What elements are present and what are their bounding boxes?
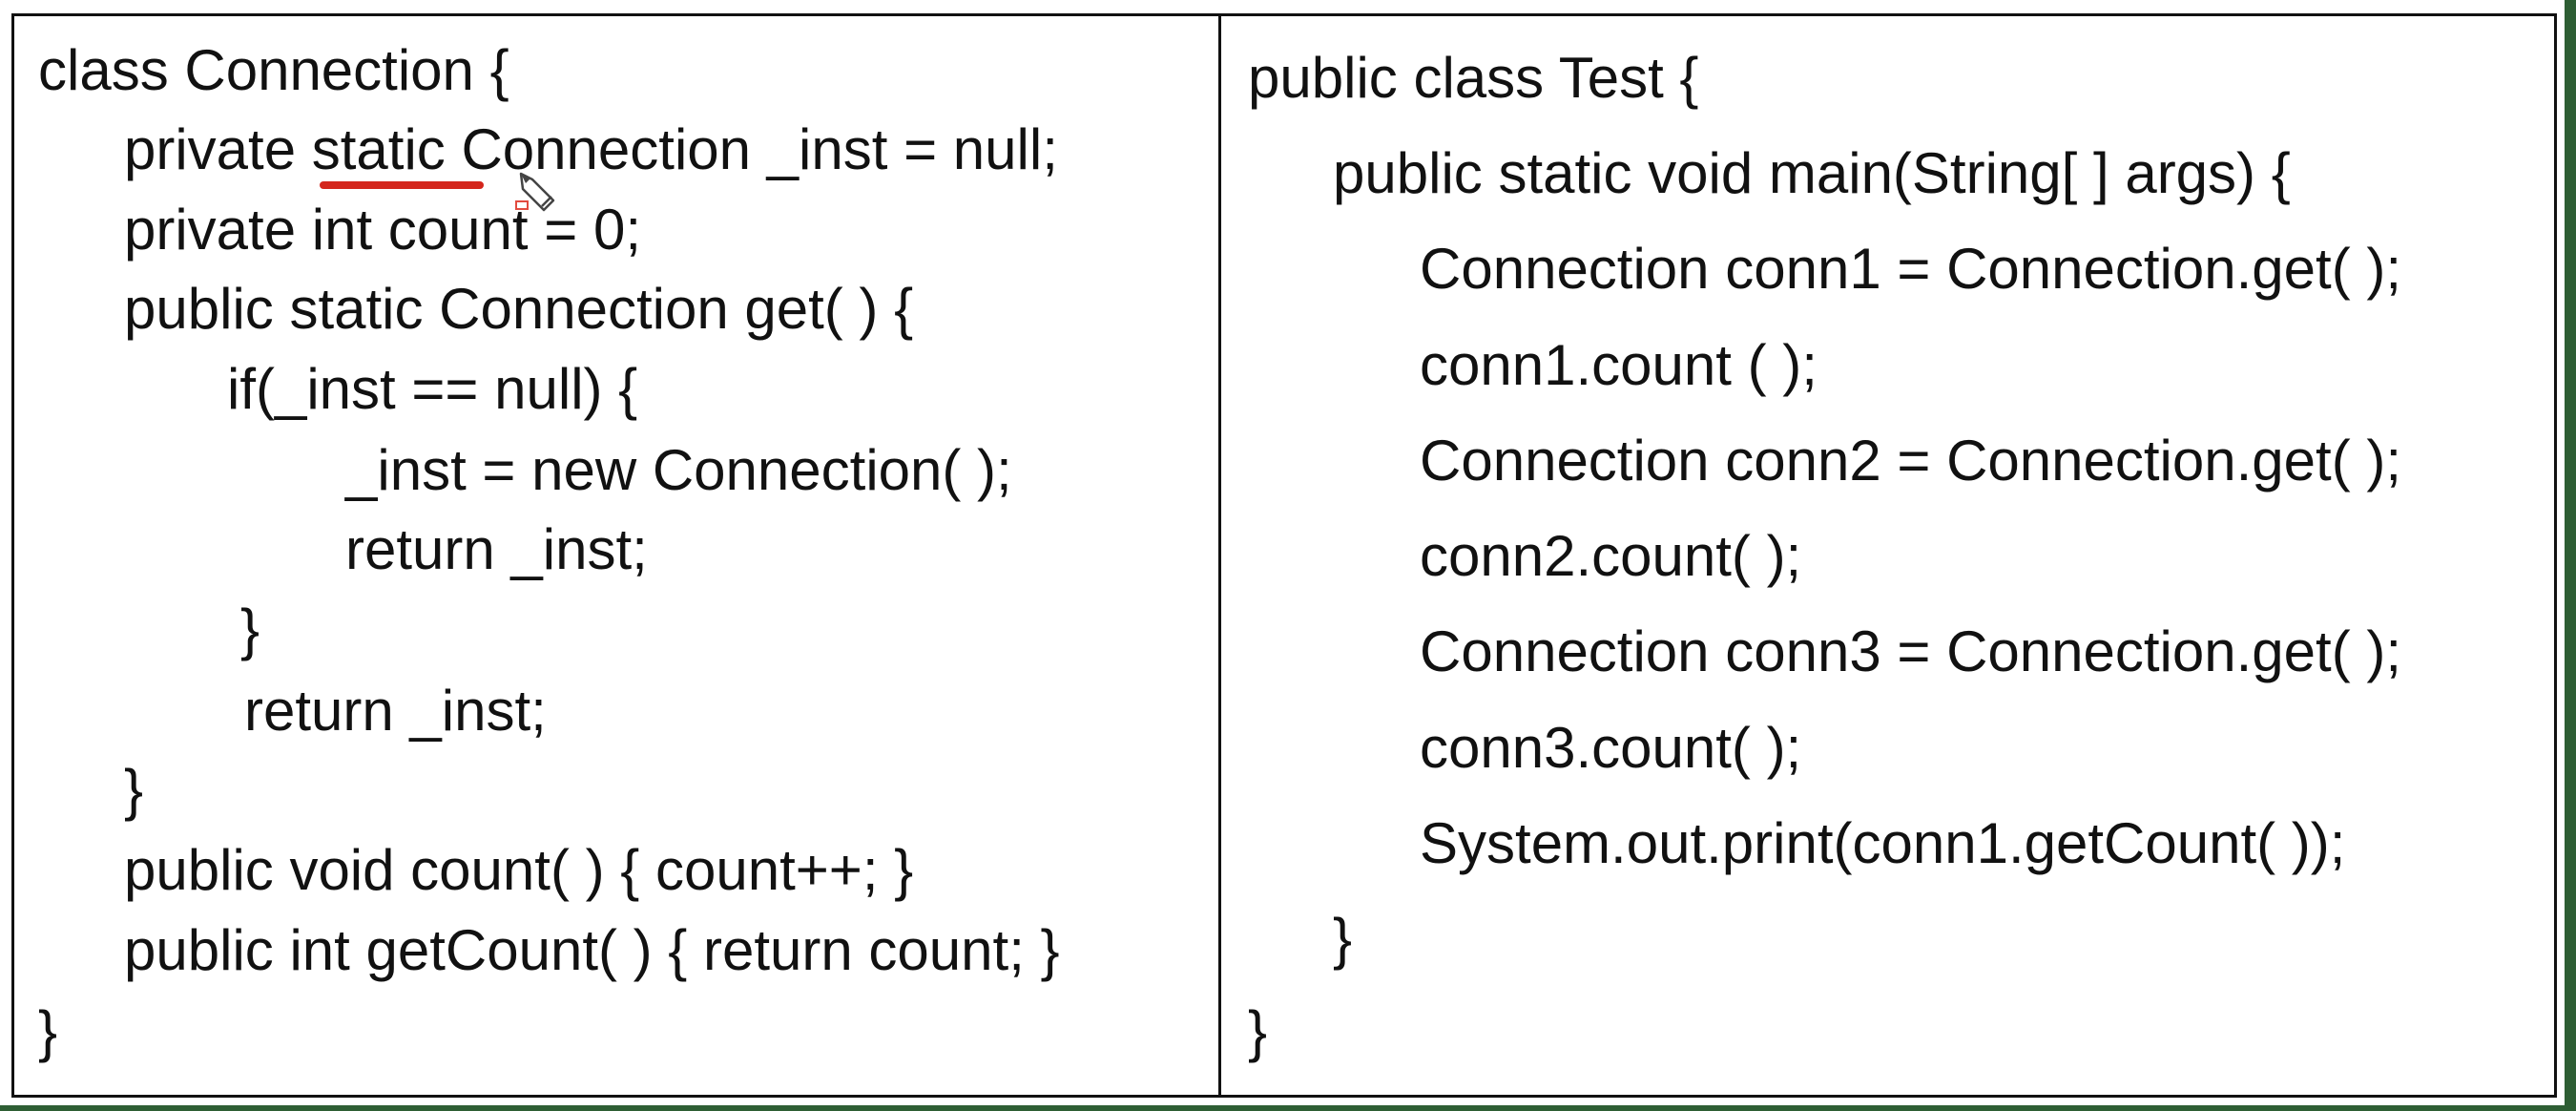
right-code-line: public class Test { [1248,46,1699,110]
left-code-line: } [240,597,260,661]
right-code-line: Connection conn3 = Connection.get( ); [1420,619,2401,683]
right-code-line: } [1333,907,1353,971]
red-underline-annotation [320,181,484,189]
left-code-line: private int count = 0; [124,198,641,262]
pen-cursor-icon [519,172,555,212]
cursor-marker [515,200,529,210]
left-code-line: public void count( ) { count++; } [124,838,914,902]
right-code-line: Connection conn1 = Connection.get( ); [1420,237,2401,301]
left-code-line: public static Connection get( ) { [124,277,914,341]
left-code-line: public int getCount( ) { return count; } [124,918,1060,982]
right-code-line: System.out.print(conn1.getCount( )); [1420,811,2346,875]
left-code-line: return _inst; [345,517,648,581]
left-code-line: class Connection { [38,38,509,102]
left-code-line: return _inst; [244,679,547,743]
right-code-line: } [1248,999,1268,1063]
left-code-line: } [38,999,58,1063]
right-code-line: Connection conn2 = Connection.get( ); [1420,429,2401,493]
right-code-line: conn1.count ( ); [1420,333,1818,397]
code-table [11,13,2557,1098]
right-code-line: public static void main(String[ ] args) … [1333,141,2291,205]
left-code-line: _inst = new Connection( ); [345,438,1012,502]
column-divider [1218,16,1221,1095]
left-code-line: if(_inst == null) { [227,357,638,421]
left-code-line: } [124,758,144,822]
right-code-line: conn2.count( ); [1420,524,1802,588]
left-code-line: private static Connection _inst = null; [124,117,1058,181]
right-code-line: conn3.count( ); [1420,716,1802,780]
